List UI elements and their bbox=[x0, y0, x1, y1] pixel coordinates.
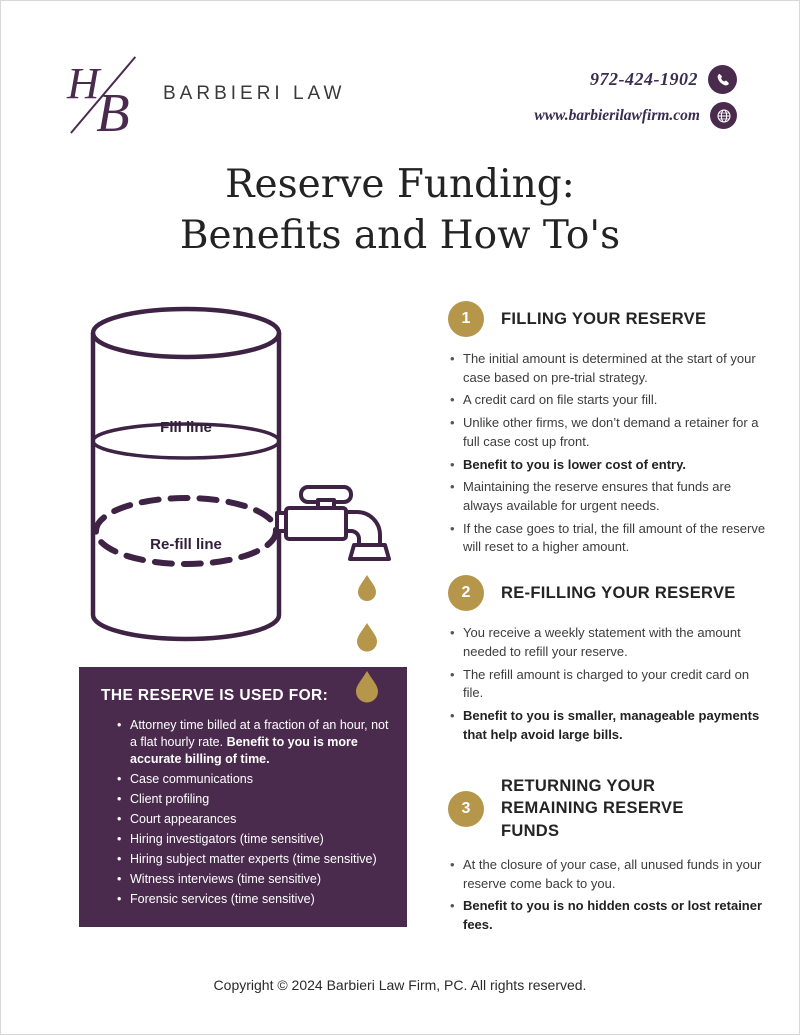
brand: H B BARBIERI LAW bbox=[61, 53, 345, 135]
refill-line-label: Re-fill line bbox=[150, 536, 222, 553]
water-drop bbox=[358, 575, 376, 601]
bullet-item: Benefit to you is smaller, manageable pa… bbox=[448, 707, 766, 744]
section-bullet-list: At the closure of your case, all unused … bbox=[448, 856, 766, 935]
bullet-item: The refill amount is charged to your cre… bbox=[448, 666, 766, 703]
faucet bbox=[275, 485, 391, 561]
water-drop bbox=[357, 623, 377, 652]
step-number-badge: 1 bbox=[448, 301, 484, 337]
fill-line-ellipse bbox=[91, 422, 281, 460]
title-line-2: Benefits and How To's bbox=[179, 213, 621, 259]
step-number-badge: 3 bbox=[448, 790, 484, 827]
left-column: Fill line Re-fill line THE RESERVE IS US… bbox=[61, 293, 423, 945]
phone-row: 972-424-1902 bbox=[590, 65, 737, 94]
phone-icon bbox=[708, 65, 737, 94]
website-row: www.barbierilawfirm.com bbox=[534, 102, 737, 129]
bullet-item: At the closure of your case, all unused … bbox=[448, 856, 766, 893]
refill-line-ellipse bbox=[93, 495, 279, 567]
reserve-uses-heading: THE RESERVE IS USED FOR: bbox=[101, 687, 329, 704]
bullet-item: Unlike other firms, we don’t demand a re… bbox=[448, 414, 766, 451]
section-refilling-your-reserve: 2 RE-FILLING YOUR RESERVE You receive a … bbox=[448, 575, 766, 744]
reserve-use-item: Forensic services (time sensitive) bbox=[117, 891, 391, 908]
section-heading: RETURNING YOUR REMAINING RESERVE FUNDS bbox=[501, 776, 684, 841]
reserve-use-item: Attorney time billed at a fraction of an… bbox=[117, 717, 391, 768]
reserve-use-item: Court appearances bbox=[117, 811, 391, 828]
section-header: 1 FILLING YOUR RESERVE bbox=[448, 301, 766, 337]
section-heading: RE-FILLING YOUR RESERVE bbox=[501, 583, 736, 602]
reserve-uses-box: THE RESERVE IS USED FOR: Attorney time b… bbox=[79, 667, 407, 927]
bullet-item: Benefit to you is no hidden costs or los… bbox=[448, 897, 766, 934]
reserve-use-item: Case communications bbox=[117, 771, 391, 788]
reserve-use-item: Client profiling bbox=[117, 791, 391, 808]
bullet-item: Benefit to you is lower cost of entry. bbox=[448, 456, 766, 475]
section-header: 3 RETURNING YOUR REMAINING RESERVE FUNDS bbox=[448, 775, 766, 843]
brand-name: BARBIERI LAW bbox=[163, 83, 346, 104]
website-url: www.barbierilawfirm.com bbox=[534, 106, 700, 124]
section-heading: FILLING YOUR RESERVE bbox=[501, 309, 707, 328]
title-line-1: Reserve Funding: bbox=[225, 162, 575, 207]
right-column: 1 FILLING YOUR RESERVE The initial amoun… bbox=[448, 301, 766, 953]
monogram-slash bbox=[70, 56, 137, 134]
reserve-use-item: Hiring subject matter experts (time sens… bbox=[117, 851, 391, 868]
bullet-item: Maintaining the reserve ensures that fun… bbox=[448, 478, 766, 515]
fill-line-label: Fill line bbox=[160, 419, 212, 436]
section-filling-your-reserve: 1 FILLING YOUR RESERVE The initial amoun… bbox=[448, 301, 766, 557]
reserve-uses-list: Attorney time billed at a fraction of an… bbox=[101, 717, 391, 908]
section-bullet-list: The initial amount is determined at the … bbox=[448, 350, 766, 557]
page-title: Reserve Funding: Benefits and How To's bbox=[1, 159, 799, 262]
bullet-item: A credit card on file starts your fill. bbox=[448, 391, 766, 410]
hb-monogram-logo: H B bbox=[66, 56, 137, 135]
monogram-b: B bbox=[96, 82, 129, 135]
phone-number: 972-424-1902 bbox=[590, 69, 698, 89]
reserve-use-item: Witness interviews (time sensitive) bbox=[117, 871, 391, 888]
reserve-use-item: Hiring investigators (time sensitive) bbox=[117, 831, 391, 848]
section-header: 2 RE-FILLING YOUR RESERVE bbox=[448, 575, 766, 612]
monogram-h: H bbox=[66, 58, 102, 108]
bullet-item: If the case goes to trial, the fill amou… bbox=[448, 520, 766, 557]
copyright-notice: Copyright © 2024 Barbieri Law Firm, PC. … bbox=[213, 977, 587, 993]
bullet-item: The initial amount is determined at the … bbox=[448, 350, 766, 387]
globe-icon bbox=[710, 102, 737, 129]
section-bullet-list: You receive a weekly statement with the … bbox=[448, 624, 766, 744]
section-returning-reserve-funds: 3 RETURNING YOUR REMAINING RESERVE FUNDS… bbox=[448, 775, 766, 935]
header: H B BARBIERI LAW 972-424-1902 www.barbie… bbox=[61, 53, 737, 135]
reserve-tank-illustration: Fill line Re-fill line bbox=[90, 306, 391, 703]
contact-info: 972-424-1902 www.barbierilawfirm.com bbox=[534, 65, 737, 129]
bullet-item: You receive a weekly statement with the … bbox=[448, 624, 766, 661]
step-number-badge: 2 bbox=[448, 575, 484, 612]
tank-outline bbox=[90, 306, 282, 642]
